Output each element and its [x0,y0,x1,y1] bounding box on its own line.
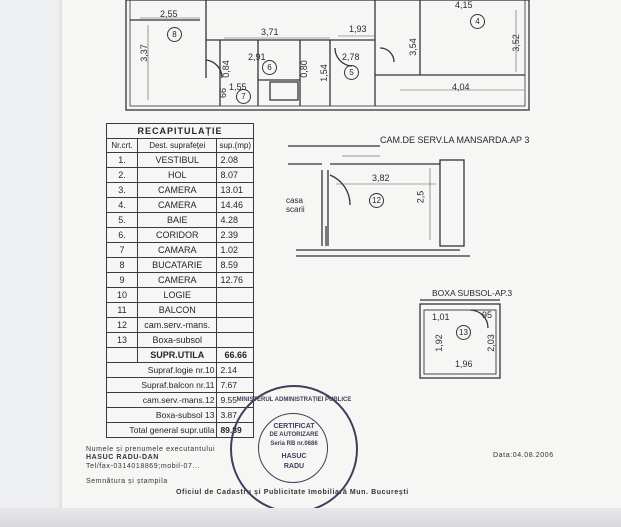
dim-label: 1,96 [455,359,473,369]
stamp-text: HASUC [281,453,307,460]
stamp-text: DE AUTORIZARE [269,432,319,438]
room-number: 4 [470,14,485,29]
dim-label: 2,03 [485,334,496,352]
document-date: Data:04.08.2006 [493,452,554,459]
room-number: 8 [167,27,182,42]
official-stamp: MINISTERUL ADMINISTRAȚIEI PUBLICE CERTIF… [230,385,358,513]
executant-label: Numele și prenumele executantului [86,446,216,453]
dim-label: 1,01 [432,312,450,322]
dim-label: 1,92 [433,334,444,352]
stamp-text: MINISTERUL ADMINISTRAȚIEI PUBLICE [236,397,352,403]
page-edge [0,508,621,527]
room-number: 6 [262,60,277,75]
dim-label: 2,55 [160,9,178,19]
dim-label: 95 [482,310,493,320]
room-number: 7 [236,89,251,104]
dim-label: 3,71 [261,27,279,37]
stamp-text: CERTIFICAT [273,423,315,430]
stair-label: casa [286,196,303,205]
stamp-text: RADU [283,463,305,470]
dim-label: 1,55 [229,82,247,92]
subsol-title: BOXA SUBSOL-AP.3 [432,288,513,298]
executant-phone: Tel/fax-0314018869;mobil-07... [86,463,201,470]
dim-label: 2,78 [342,52,360,62]
dim-label: 2,91 [248,52,266,62]
room-number: 12 [369,193,384,208]
room-number: 13 [456,325,471,340]
dim-label: 4,15 [455,0,473,10]
dim-label: 4,04 [452,82,470,92]
signature-label: Semnătura și ștampila [86,478,168,485]
room-number: 5 [344,65,359,80]
stair-label: scarii [286,205,305,214]
dim-label: 3,82 [372,173,390,183]
mansarda-title: CAM.DE SERV.LA MANSARDA.AP 3 [380,135,530,145]
executant-name: HASUC RADU-DAN [86,454,159,461]
dim-label: 1,93 [349,24,367,34]
stamp-text: Seria RB nr.0686 [270,441,318,447]
